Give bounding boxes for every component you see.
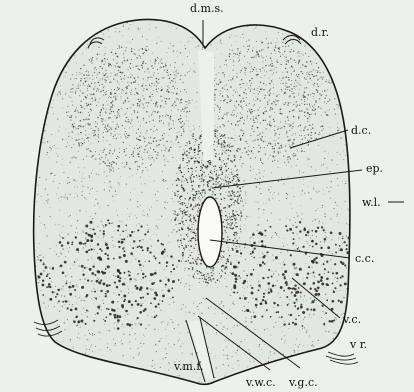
label-vr: v r. — [349, 338, 367, 351]
ventral-root-right — [326, 352, 358, 364]
label-cc: c.c. — [355, 252, 374, 265]
label-vmf: v.m.f. — [173, 360, 204, 373]
label-dr: d.r. — [311, 26, 329, 39]
label-vwc: v.w.c. — [245, 376, 276, 389]
label-wl: w.l. — [362, 196, 381, 209]
central-canal — [198, 197, 222, 267]
label-dc: d.c. — [351, 124, 371, 137]
label-dms: d.m.s. — [190, 2, 224, 15]
label-vc: v.c. — [342, 313, 361, 326]
label-vgc: v.g.c. — [288, 376, 318, 389]
label-ep: ep. — [366, 162, 383, 175]
